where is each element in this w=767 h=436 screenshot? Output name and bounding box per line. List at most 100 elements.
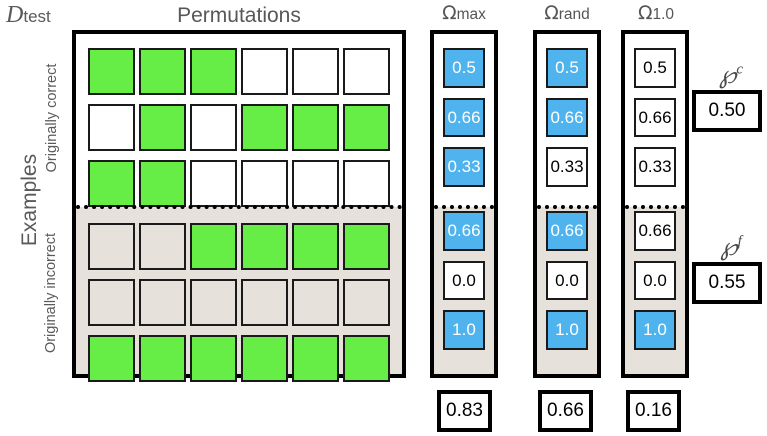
omega-symbol-icon: Ω (544, 2, 559, 24)
permutation-grid (76, 34, 402, 382)
permutation-cell-green (343, 104, 390, 151)
permutation-cell-green (190, 335, 237, 382)
omega-max-cell: 0.66 (443, 211, 485, 251)
permutation-cell-green (190, 48, 237, 95)
permutation-cell-white (88, 104, 135, 151)
omega-max-cell: 0.5 (443, 48, 485, 88)
omega-max-cell: 0.33 (443, 147, 485, 188)
permutations-title: Permutations (177, 4, 301, 27)
permutation-cell-beige (292, 279, 339, 326)
omega-one-summary: 0.16 (626, 390, 681, 432)
permutation-cell-beige (139, 279, 186, 326)
score-incorrect-superscript: f (737, 233, 742, 250)
permutation-cell-green (139, 335, 186, 382)
examples-axis-label: Examples (18, 153, 41, 247)
omega-one-subscript: 1.0 (652, 6, 675, 23)
section-divider (76, 205, 402, 209)
dataset-label: Dtest (6, 2, 51, 29)
permutation-cell-white (292, 48, 339, 95)
permutation-cell-green (292, 104, 339, 151)
permutation-cell-green (292, 223, 339, 270)
permutation-cell-beige (139, 223, 186, 270)
permutation-cell-white (190, 104, 237, 151)
score-incorrect-symbol: ℘f (692, 232, 767, 262)
permutation-row (88, 48, 390, 95)
permutation-cell-white (343, 160, 390, 207)
permutation-cell-green (139, 160, 186, 207)
omega-rand-cell: 0.66 (546, 211, 588, 251)
permutation-cell-green (88, 160, 135, 207)
omega-rand-panel: 0.5 0.66 0.33 0.66 0.0 1.0 (533, 30, 601, 378)
permutation-cell-green (88, 335, 135, 382)
permutation-cell-green (88, 48, 135, 95)
omega-one-cell: 1.0 (634, 310, 676, 351)
dataset-label-subscript: test (23, 7, 51, 26)
omega-symbol-icon: Ω (442, 2, 457, 24)
omega-rand-summary: 0.66 (538, 390, 593, 432)
score-incorrect-value: 0.55 (692, 262, 762, 304)
omega-rand-cell: 0.0 (546, 260, 588, 301)
omega-rand-subscript: rand (558, 6, 590, 23)
permutation-cell-green (292, 335, 339, 382)
omega-rand-cell: 1.0 (546, 310, 588, 351)
omega-rand-cell: 0.66 (546, 97, 588, 138)
omega-one-cell: 0.5 (634, 48, 676, 88)
omega-rand-values: 0.5 0.66 0.33 0.66 0.0 1.0 (537, 34, 597, 374)
omega-one-cell: 0.66 (634, 97, 676, 138)
permutation-cell-beige (241, 279, 288, 326)
originally-correct-label: Originally correct (44, 63, 60, 173)
omega-max-cell: 0.66 (443, 97, 485, 138)
omega-one-cell: 0.33 (634, 147, 676, 188)
omega-max-panel: 0.5 0.66 0.33 0.66 0.0 1.0 (430, 30, 498, 378)
permutation-row (88, 223, 390, 270)
omega-max-cell: 0.0 (443, 260, 485, 301)
omega-max-divider (434, 205, 494, 209)
omega-max-cell: 1.0 (443, 310, 485, 351)
score-correct-symbol: ℘c (692, 60, 767, 90)
omega-one-divider (625, 205, 685, 209)
permutation-cell-green (139, 104, 186, 151)
permutation-cell-white (241, 48, 288, 95)
permutation-grid-panel (72, 30, 406, 382)
score-correct-group: ℘c 0.50 (692, 60, 767, 132)
score-correct-superscript: c (736, 61, 744, 78)
permutation-cell-green (139, 48, 186, 95)
permutation-row (88, 335, 390, 382)
omega-rand-cell: 0.33 (546, 147, 588, 188)
permutation-cell-beige (190, 279, 237, 326)
weierstrass-p-icon: ℘ (718, 62, 737, 89)
dataset-label-symbol: D (6, 2, 24, 28)
permutation-cell-beige (88, 279, 135, 326)
omega-max-subscript: max (456, 6, 486, 23)
permutation-cell-white (190, 160, 237, 207)
omega-one-header: Ω1.0 (610, 2, 702, 25)
permutation-cell-white (292, 160, 339, 207)
permutation-cell-beige (343, 279, 390, 326)
permutation-row (88, 160, 390, 207)
permutation-cell-green (241, 104, 288, 151)
weierstrass-p-icon: ℘ (720, 234, 738, 261)
score-incorrect-group: ℘f 0.55 (692, 232, 767, 304)
permutation-row (88, 104, 390, 151)
permutation-cell-green (241, 335, 288, 382)
originally-incorrect-label: Originally incorrect (43, 232, 59, 354)
omega-rand-divider (537, 205, 597, 209)
permutation-cell-beige (88, 223, 135, 270)
score-correct-value: 0.50 (692, 90, 762, 132)
permutation-cell-white (343, 48, 390, 95)
permutation-cell-white (241, 160, 288, 207)
permutation-row (88, 279, 390, 326)
omega-max-header: Ωmax (418, 2, 510, 25)
omega-symbol-icon: Ω (637, 2, 653, 24)
permutation-cell-green (190, 223, 237, 270)
omega-one-panel: 0.5 0.66 0.33 0.66 0.0 1.0 (621, 30, 689, 378)
omega-one-cell: 0.66 (634, 211, 676, 251)
omega-one-cell: 0.0 (634, 260, 676, 301)
permutation-cell-green (343, 223, 390, 270)
omega-rand-header: Ωrand (521, 2, 613, 25)
omega-max-values: 0.5 0.66 0.33 0.66 0.0 1.0 (434, 34, 494, 374)
omega-rand-cell: 0.5 (546, 48, 588, 88)
permutation-cell-green (343, 335, 390, 382)
omega-max-summary: 0.83 (437, 390, 492, 432)
